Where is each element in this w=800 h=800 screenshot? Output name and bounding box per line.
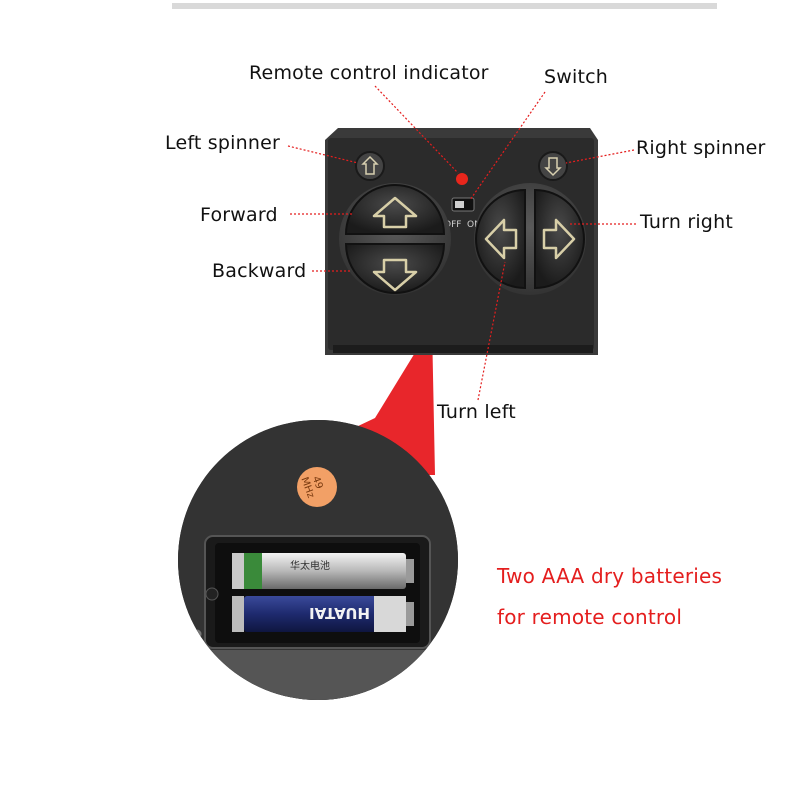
zoom-cone [255,325,435,475]
label-turn-left: Turn left [437,401,516,423]
label-indicator: Remote control indicator [249,62,489,84]
frequency-sticker [297,467,337,507]
battery-top-text: 华太电池 [290,559,330,572]
label-backward: Backward [212,260,307,282]
power-switch[interactable] [451,197,475,212]
battery-note-line1: Two AAA dry batteries [497,564,723,588]
battery-top: 华太电池 [232,553,414,589]
forward-button[interactable] [344,184,446,235]
battery-zoom: 华太电池 HUATAI 49 MHz [178,420,458,700]
label-right-spinner: Right spinner [636,137,766,159]
screw [440,626,452,638]
battery-bottom: HUATAI [232,596,414,632]
screw [191,628,203,640]
backward-button[interactable] [344,243,446,294]
sticker-freq: 49 [310,475,325,491]
switch-off-label: OFF [444,220,461,230]
indicator-led [456,173,468,185]
screw [205,587,219,601]
left-spinner-button[interactable] [355,151,385,181]
turn-left-button[interactable] [475,188,526,290]
right-spinner-button[interactable] [538,151,568,181]
label-switch: Switch [544,66,609,88]
battery-brand: HUATAI [309,604,370,622]
top-divider [172,3,717,9]
turn-right-button[interactable] [534,188,585,290]
label-turn-right: Turn right [640,211,733,233]
label-left-spinner: Left spinner [165,132,281,154]
battery-note-line2: for remote control [497,605,683,629]
leader-lines [287,85,636,401]
switch-on-label: ON [467,220,481,230]
label-forward: Forward [200,204,278,226]
